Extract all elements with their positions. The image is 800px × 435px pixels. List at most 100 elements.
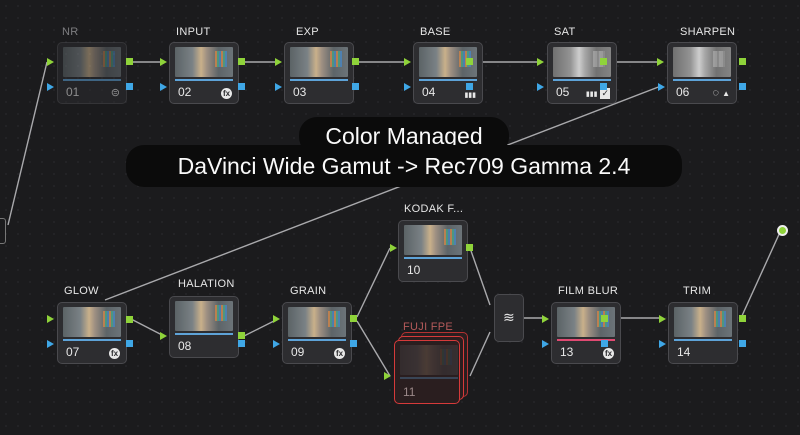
rgb-output-port[interactable] <box>739 58 746 65</box>
node-label-sat: SAT <box>554 26 576 38</box>
node-number: 01 <box>66 85 80 99</box>
alpha-output-port[interactable] <box>350 340 357 347</box>
node-icons: ⊜ <box>111 86 120 99</box>
rgb-output-port[interactable] <box>126 316 133 323</box>
node-number: 04 <box>422 85 436 99</box>
node-icons: ◌▲ <box>713 87 730 99</box>
rgb-input-port[interactable] <box>160 332 167 340</box>
node-label-grain: GRAIN <box>290 285 327 297</box>
node-thumbnail <box>404 225 462 255</box>
alpha-input-port[interactable] <box>47 83 54 91</box>
node-13[interactable]: 13 fx <box>551 302 621 364</box>
previous-node-edge[interactable] <box>0 218 6 244</box>
alpha-input-port[interactable] <box>273 340 280 348</box>
node-thumbnail <box>175 301 233 331</box>
node-03[interactable]: 03 <box>284 42 354 104</box>
alpha-output-port[interactable] <box>238 83 245 90</box>
rgb-output-port[interactable] <box>350 315 357 322</box>
alpha-input-port[interactable] <box>658 83 665 91</box>
alpha-output-port[interactable] <box>601 340 608 347</box>
rgb-input-port[interactable] <box>659 315 666 323</box>
node-08[interactable]: 08 <box>169 296 239 358</box>
node-thumbnail <box>288 307 346 337</box>
timeline-output-node[interactable] <box>777 225 788 236</box>
node-icons: fx <box>334 348 345 359</box>
node-icons: fx <box>109 348 120 359</box>
node-number: 13 <box>560 345 574 359</box>
alpha-output-port[interactable] <box>238 340 245 347</box>
alpha-input-port[interactable] <box>47 340 54 348</box>
rgb-input-port[interactable] <box>275 58 282 66</box>
rgb-input-port[interactable] <box>404 58 411 66</box>
rgb-input-port[interactable] <box>657 58 664 66</box>
fx-icon: fx <box>221 88 232 99</box>
node-number: 14 <box>677 345 691 359</box>
fx-icon: fx <box>334 348 345 359</box>
layer-mixer-node[interactable]: ≋ <box>494 294 524 342</box>
rgb-input-port[interactable] <box>47 315 54 323</box>
node-bar <box>674 339 732 341</box>
node-06[interactable]: 06 ◌▲ <box>667 42 737 104</box>
node-label-input: INPUT <box>176 26 211 38</box>
rgb-output-port[interactable] <box>466 244 473 251</box>
rgb-input-port[interactable] <box>160 58 167 66</box>
alpha-output-port[interactable] <box>466 83 473 90</box>
bars-icon: ▮▮▮ <box>464 92 476 99</box>
rgb-input-port[interactable] <box>537 58 544 66</box>
node-bar <box>175 333 233 335</box>
rgb-output-port[interactable] <box>739 315 746 322</box>
alpha-output-port[interactable] <box>126 83 133 90</box>
rgb-input-port[interactable] <box>47 58 54 66</box>
node-01[interactable]: 01 ⊜ <box>57 42 127 104</box>
node-10[interactable]: 10 <box>398 220 468 282</box>
node-bar <box>404 257 462 259</box>
node-label-exp: EXP <box>296 26 319 38</box>
node-label-trim: TRIM <box>683 285 712 297</box>
node-label-glow: GLOW <box>64 285 99 297</box>
rgb-output-port[interactable] <box>352 58 359 65</box>
node-thumbnail <box>63 47 121 77</box>
node-icons: fx <box>221 88 232 99</box>
rgb-output-port[interactable] <box>126 58 133 65</box>
node-bar <box>63 79 121 81</box>
node-11-disabled[interactable]: 11 <box>394 332 468 404</box>
node-02[interactable]: 02 fx <box>169 42 239 104</box>
rgb-output-port[interactable] <box>600 58 607 65</box>
alpha-input-port[interactable] <box>659 340 666 348</box>
rgb-input-port[interactable] <box>390 244 397 252</box>
node-05[interactable]: 05 ▮▮▮✓ <box>547 42 617 104</box>
alpha-output-port[interactable] <box>352 83 359 90</box>
alpha-output-port[interactable] <box>739 340 746 347</box>
rgb-output-port[interactable] <box>238 332 245 339</box>
node-label-nr: NR <box>62 26 79 38</box>
alpha-output-port[interactable] <box>126 340 133 347</box>
node-14[interactable]: 14 <box>668 302 738 364</box>
rgb-output-port[interactable] <box>601 315 608 322</box>
node-09[interactable]: 09 fx <box>282 302 352 364</box>
alpha-input-port[interactable] <box>542 340 549 348</box>
node-label-fuji: FUJI FPE <box>403 321 454 333</box>
node-bar <box>63 339 121 341</box>
alpha-input-port[interactable] <box>275 83 282 91</box>
alpha-input-port[interactable] <box>537 83 544 91</box>
node-04[interactable]: 04 ▮▮▮ <box>413 42 483 104</box>
node-bar <box>557 339 615 341</box>
node-bar <box>400 377 458 379</box>
node-icons: fx <box>603 348 614 359</box>
alpha-output-port[interactable] <box>600 83 607 90</box>
rgb-output-port[interactable] <box>238 58 245 65</box>
checkbox-icon: ✓ <box>600 88 610 99</box>
overlay-subtitle: DaVinci Wide Gamut -> Rec709 Gamma 2.4 <box>126 145 682 187</box>
rgb-output-port[interactable] <box>466 58 473 65</box>
fx-icon: fx <box>603 348 614 359</box>
alpha-input-port[interactable] <box>404 83 411 91</box>
node-thumbnail <box>290 47 348 77</box>
alpha-input-port[interactable] <box>160 83 167 91</box>
node-thumbnail <box>63 307 121 337</box>
rgb-input-port[interactable] <box>542 315 549 323</box>
node-thumbnail <box>557 307 615 337</box>
alpha-output-port[interactable] <box>739 83 746 90</box>
rgb-input-port[interactable] <box>384 372 391 380</box>
node-07[interactable]: 07 fx <box>57 302 127 364</box>
rgb-input-port[interactable] <box>273 315 280 323</box>
